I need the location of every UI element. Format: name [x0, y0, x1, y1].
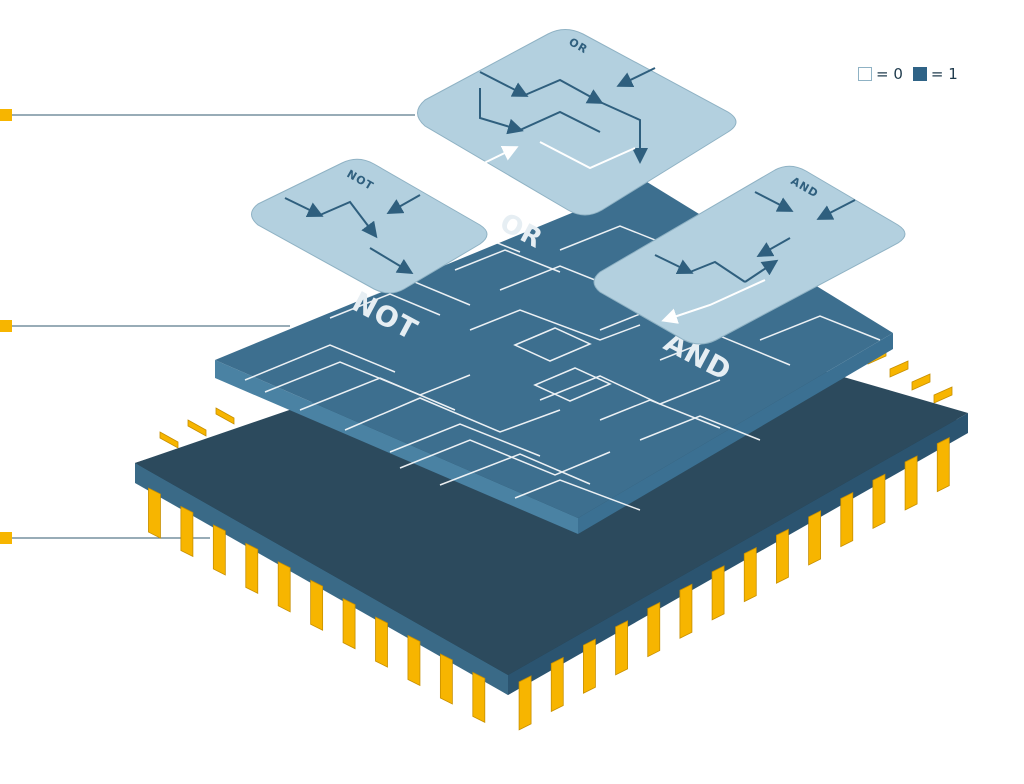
chip-pin [212, 524, 226, 576]
chip-pin [245, 542, 259, 595]
chip-pin [647, 601, 661, 658]
chip-pin [277, 561, 291, 613]
and-gate-card: AND [593, 165, 906, 345]
chip-pin [743, 546, 757, 603]
chip-pin [583, 638, 596, 694]
chip-pin [342, 598, 356, 650]
legend-swatch-one [912, 67, 927, 81]
chip-pin [310, 579, 324, 631]
chip-pin [679, 583, 693, 639]
chip-pin [518, 675, 532, 731]
chip-pin [148, 487, 161, 539]
callout-or-layer [0, 109, 415, 121]
chip-pins-front [148, 437, 950, 731]
or-gate-card: OR [417, 29, 737, 216]
chip-pin [776, 528, 789, 584]
chip-pin [904, 455, 918, 511]
legend-zero-label: = 0 [876, 65, 903, 83]
chip-pin [872, 473, 886, 529]
chip-pin [840, 491, 854, 548]
callout-chip-base [0, 532, 210, 544]
chip-pin [375, 616, 388, 668]
chip-pin [472, 671, 486, 724]
legend-swatch-zero [858, 67, 872, 81]
chip-pin [187, 419, 207, 437]
legend: = 0 = 1 [858, 65, 958, 83]
chip-pin [180, 505, 194, 558]
chip-pin [711, 565, 725, 621]
chip-pin [215, 407, 235, 425]
chip-pin [439, 653, 453, 705]
chip-pin [889, 360, 909, 378]
not-gate-card: NOT [251, 158, 488, 294]
chip-pin [550, 656, 564, 713]
chip-pin [159, 431, 179, 449]
chip-pin [407, 634, 421, 687]
chip-pin [911, 373, 931, 391]
chip-pin [615, 620, 628, 676]
chip-pin [936, 437, 950, 493]
chip-pin [808, 510, 821, 566]
legend-one-label: = 1 [930, 65, 958, 83]
callout-circuit-layer [0, 320, 290, 332]
chip-pin [933, 386, 953, 404]
